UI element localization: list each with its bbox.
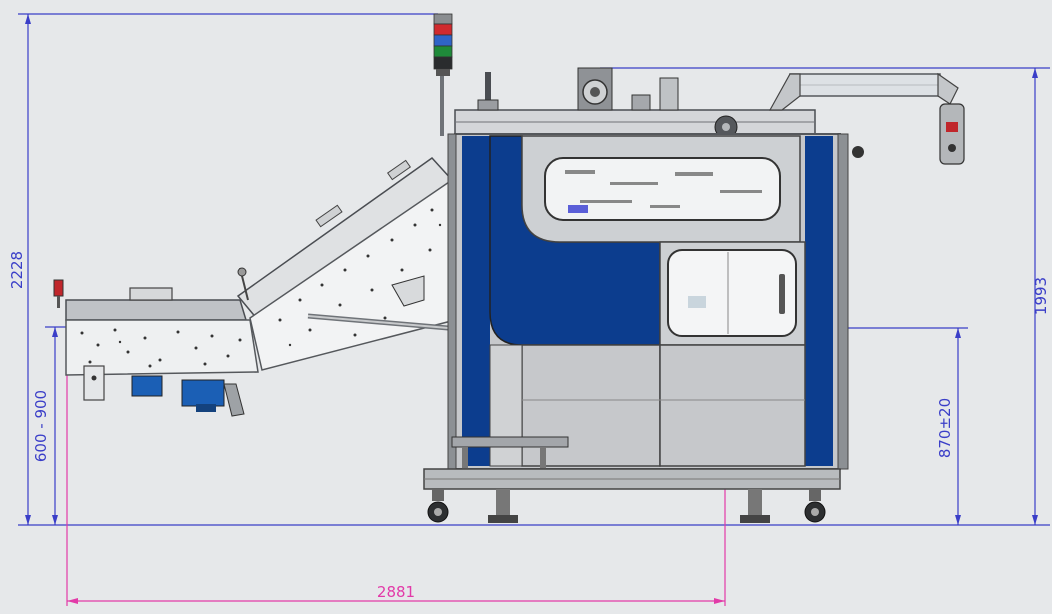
outlet-height-label: 870±20 <box>936 398 954 458</box>
machine-height-label: 1993 <box>1032 277 1050 315</box>
signal-tower <box>433 13 453 136</box>
discharge-arm <box>768 72 965 165</box>
feed-hopper <box>53 279 259 417</box>
incline-conveyor <box>236 157 456 371</box>
main-cabinet <box>423 67 864 490</box>
overall-height-label: 2228 <box>8 251 26 289</box>
hopper-height-label: 600 - 900 <box>32 390 50 462</box>
overall-length-label: 2881 <box>377 583 415 601</box>
dimension-lines <box>18 13 1050 526</box>
casters <box>427 489 826 523</box>
